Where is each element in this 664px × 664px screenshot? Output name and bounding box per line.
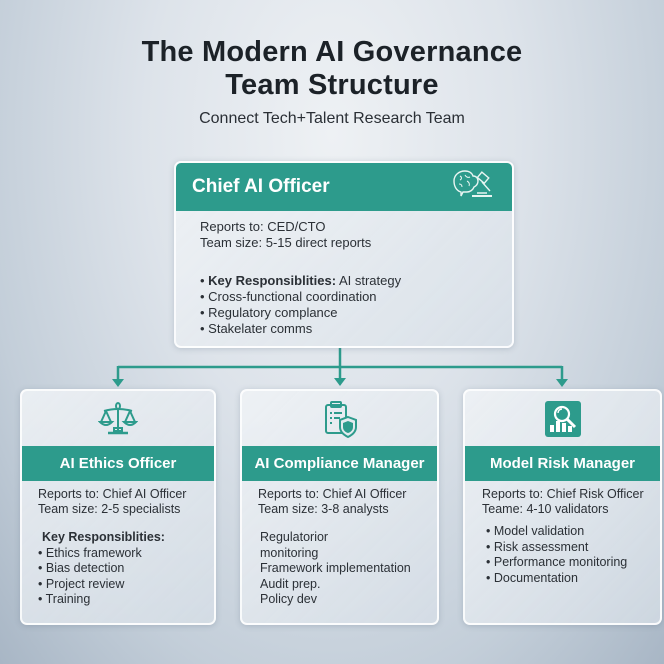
clipboard-shield-icon: [242, 391, 437, 446]
page-title: The Modern AI Governance Team Structure: [0, 36, 664, 102]
chief-responsibilities: Key Responsiblities: AI strategy Cross-f…: [200, 273, 512, 337]
ethics-responsibilities: Key Responsiblities: Ethics framework Bi…: [22, 517, 214, 608]
ai-ethics-officer-card: AI Ethics Officer Reports to: Chief AI O…: [20, 389, 216, 625]
compliance-responsibilities: Regulatorior monitoring Framework implem…: [242, 517, 437, 608]
compliance-team-size: Team size: 3-8 analysts: [258, 502, 389, 516]
scales-icon: [22, 391, 214, 446]
ethics-responsibility-item: Ethics framework: [38, 546, 214, 562]
compliance-responsibility-item: Policy dev: [260, 592, 317, 606]
brain-gavel-icon: [448, 167, 498, 208]
compliance-responsibility-item: Framework implementation: [260, 561, 411, 575]
chief-body: Reports to: CED/CTO Team size: 5-15 dire…: [176, 211, 512, 337]
page-subtitle: Connect Tech+Talent Research Team: [199, 110, 465, 127]
ethics-team-size: Team size: 2-5 specialists: [38, 502, 181, 516]
chief-team-size: Team size: 5-15 direct reports: [200, 235, 372, 250]
chief-responsibility-item: Key Responsiblities: AI strategy: [200, 273, 512, 289]
title-line-2: Team Structure: [225, 69, 439, 101]
ethics-responsibility-item: Project review: [38, 577, 214, 593]
chief-responsibility-item: Regulatory complance: [200, 305, 512, 321]
chief-header-band: Chief AI Officer: [176, 163, 512, 211]
risk-responsibility-item: Risk assessment: [486, 540, 660, 556]
risk-responsibilities: Model validation Risk assessment Perform…: [465, 517, 660, 586]
ai-compliance-manager-card: AI Compliance Manager Reports to: Chief …: [240, 389, 439, 625]
risk-responsibility-item: Performance monitoring: [486, 555, 660, 571]
model-risk-manager-card: Model Risk Manager Reports to: Chief Ris…: [463, 389, 662, 625]
risk-meta: Reports to: Chief Risk Officer Teame: 4-…: [465, 481, 660, 517]
arrow-to-risk: [556, 379, 568, 387]
compliance-reports-to: Reports to: Chief AI Officer: [258, 487, 407, 501]
risk-team-size: Teame: 4-10 validators: [482, 502, 609, 516]
ethics-title-band: AI Ethics Officer: [22, 446, 214, 481]
ethics-responsibilities-label: Key Responsiblities:: [42, 530, 165, 544]
compliance-responsibility-item: Regulatorior: [260, 530, 329, 544]
ethics-responsibility-item: Training: [38, 592, 214, 608]
ethics-responsibility-item: Bias detection: [38, 561, 214, 577]
risk-reports-to: Reports to: Chief Risk Officer: [482, 487, 644, 501]
arrow-to-compliance: [334, 378, 346, 386]
chief-ai-officer-card: Chief AI Officer Reports to: CED/CTO Tea…: [174, 161, 514, 348]
chart-magnifier-icon: [465, 391, 660, 446]
arrow-to-ethics: [112, 379, 124, 387]
risk-responsibility-item: Documentation: [486, 571, 660, 587]
ethics-meta: Reports to: Chief AI Officer Team size: …: [22, 481, 214, 517]
chief-responsibility-item: Stakelater comms: [200, 321, 512, 337]
chief-title: Chief AI Officer: [192, 176, 330, 197]
ethics-reports-to: Reports to: Chief AI Officer: [38, 487, 187, 501]
title-line-1: The Modern AI Governance: [141, 36, 523, 68]
compliance-responsibility-item: monitoring: [260, 545, 319, 560]
compliance-meta: Reports to: Chief AI Officer Team size: …: [242, 481, 437, 517]
chief-reports-to: Reports to: CED/CTO: [200, 219, 326, 234]
compliance-responsibility-item: Audit prep.: [260, 576, 321, 591]
compliance-title-band: AI Compliance Manager: [242, 446, 437, 481]
risk-responsibility-item: Model validation: [486, 524, 660, 540]
chief-responsibility-item: Cross-functional coordination: [200, 289, 512, 305]
risk-title-band: Model Risk Manager: [465, 446, 660, 481]
